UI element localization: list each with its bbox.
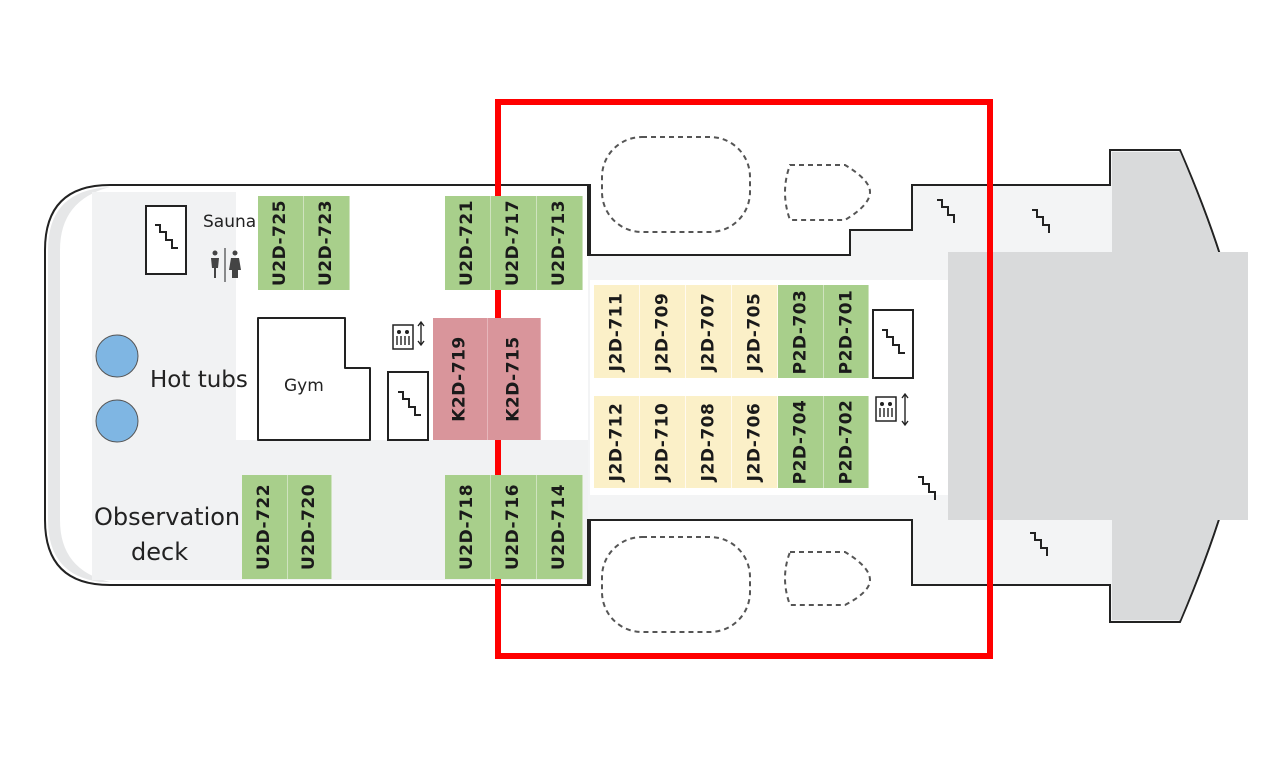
cabin-k2d-719[interactable]: K2D-719 [433,318,488,440]
cabin-j2d-708[interactable]: J2D-708 [686,396,732,488]
elevator-icon [392,320,425,350]
cabin-j2d-709[interactable]: J2D-709 [640,285,686,378]
stairs-icon [918,476,936,500]
sauna-label: Sauna [203,212,257,232]
stairs-icon [387,371,429,441]
cabin-j2d-706[interactable]: J2D-706 [732,396,778,488]
stairs-icon [1030,532,1048,556]
cabin-u2d-725[interactable]: U2D-725 [258,196,304,290]
stairs-icon [1032,209,1050,233]
cabin-p2d-704[interactable]: P2D-704 [778,396,824,488]
cabin-u2d-716[interactable]: U2D-716 [491,475,537,579]
lifeboat-outline [601,536,751,633]
hot-tubs-label: Hot tubs [150,367,248,393]
hot-tub [95,399,139,443]
cabin-u2d-721[interactable]: U2D-721 [445,196,491,290]
cabin-u2d-723[interactable]: U2D-723 [304,196,350,290]
cabin-u2d-717[interactable]: U2D-717 [491,196,537,290]
restroom-icon [211,248,241,282]
fwd-grey-block [948,252,1248,520]
cabin-u2d-713[interactable]: U2D-713 [537,196,583,290]
cabin-k2d-715[interactable]: K2D-715 [488,318,541,440]
stairs-icon [145,205,187,275]
hull-aft-shading [48,187,110,582]
cabin-p2d-703[interactable]: P2D-703 [778,285,824,378]
cabin-u2d-714[interactable]: U2D-714 [537,475,583,579]
elevator-icon [875,392,909,427]
gym-label: Gym [284,376,324,396]
cabin-u2d-720[interactable]: U2D-720 [288,475,332,579]
stairs-icon [872,309,914,379]
cabin-p2d-702[interactable]: P2D-702 [824,396,869,488]
lifeboat-outline [784,164,872,221]
lifeboat-outline [784,551,872,606]
hot-tub [95,334,139,378]
observation-deck-label-line2: deck [131,538,189,566]
observation-deck-label-line1: Observation [94,503,241,531]
stairs-icon [937,199,955,223]
cabin-u2d-718[interactable]: U2D-718 [445,475,491,579]
cabin-j2d-705[interactable]: J2D-705 [732,285,778,378]
cabin-p2d-701[interactable]: P2D-701 [824,285,869,378]
cabin-u2d-722[interactable]: U2D-722 [242,475,288,579]
lifeboat-outline [601,136,751,233]
cabin-j2d-707[interactable]: J2D-707 [686,285,732,378]
gym-room [257,317,371,441]
cabin-j2d-710[interactable]: J2D-710 [640,396,686,488]
cabin-j2d-712[interactable]: J2D-712 [594,396,640,488]
cabin-j2d-711[interactable]: J2D-711 [594,285,640,378]
